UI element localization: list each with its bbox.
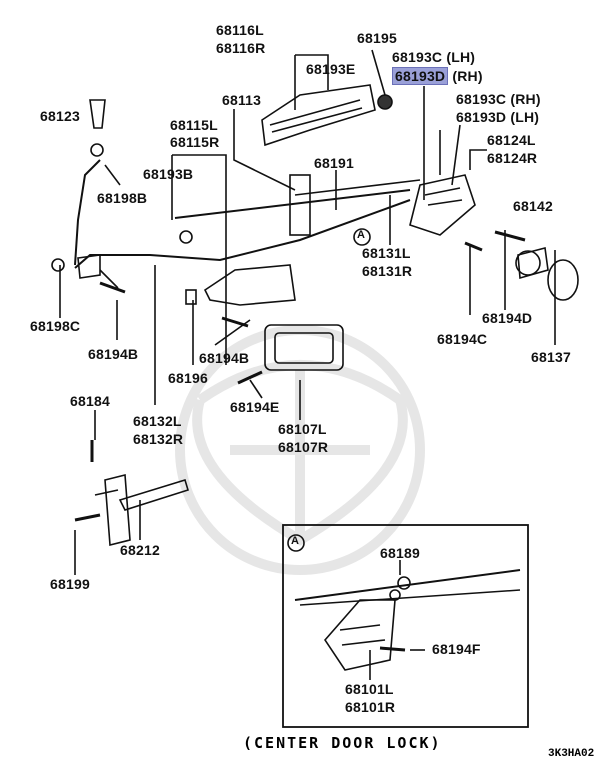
label-68124L: 68124L: [487, 132, 536, 148]
label-68116L: 68116L: [216, 22, 264, 38]
label-68101R: 68101R: [345, 699, 396, 715]
label-68193B: 68193B: [143, 166, 194, 182]
figure-code: 3K3HA02: [548, 748, 595, 760]
label-68193D-LH: 68193D (LH): [456, 109, 540, 125]
label-68191: 68191: [314, 155, 354, 171]
label-68193D-RH: 68193D (RH): [392, 67, 483, 85]
label-68194F: 68194F: [432, 641, 481, 657]
label-68189: 68189: [380, 545, 420, 561]
label-rh-suffix: (RH): [452, 68, 483, 84]
label-68195: 68195: [357, 30, 397, 46]
inset-detail-box: [282, 524, 529, 728]
label-68137: 68137: [531, 349, 571, 365]
watermark-emblem: [175, 325, 425, 575]
label-68193C-RH: 68193C (RH): [456, 91, 541, 107]
caption-center-door-lock: (CENTER DOOR LOCK): [243, 734, 442, 752]
inset-circle-a-label: A: [291, 535, 300, 547]
label-68115L: 68115L: [170, 117, 218, 133]
label-68193E: 68193E: [306, 61, 356, 77]
label-68107R: 68107R: [278, 439, 329, 455]
label-68194B-mid: 68194B: [199, 350, 250, 366]
highlighted-part-68193D[interactable]: 68193D: [392, 67, 449, 85]
label-68123: 68123: [40, 108, 80, 124]
label-68196: 68196: [168, 370, 208, 386]
circle-a-marker-label: A: [357, 229, 366, 241]
label-68184: 68184: [70, 393, 110, 409]
label-68116R: 68116R: [216, 40, 266, 56]
label-68132R: 68132R: [133, 431, 184, 447]
label-68212: 68212: [120, 542, 160, 558]
label-68199: 68199: [50, 576, 90, 592]
label-68131R: 68131R: [362, 263, 413, 279]
label-68132L: 68132L: [133, 413, 182, 429]
label-68193C-LH: 68193C (LH): [392, 49, 476, 65]
label-68194B-left: 68194B: [88, 346, 139, 362]
label-68124R: 68124R: [487, 150, 538, 166]
label-68101L: 68101L: [345, 681, 394, 697]
label-68107L: 68107L: [278, 421, 327, 437]
label-68194C: 68194C: [437, 331, 488, 347]
label-68198C: 68198C: [30, 318, 81, 334]
label-68131L: 68131L: [362, 245, 411, 261]
label-68113: 68113: [222, 92, 262, 108]
label-68142: 68142: [513, 198, 553, 214]
label-68198B: 68198B: [97, 190, 148, 206]
label-68115R: 68115R: [170, 134, 220, 150]
label-68194D: 68194D: [482, 310, 533, 326]
label-68194E: 68194E: [230, 399, 280, 415]
